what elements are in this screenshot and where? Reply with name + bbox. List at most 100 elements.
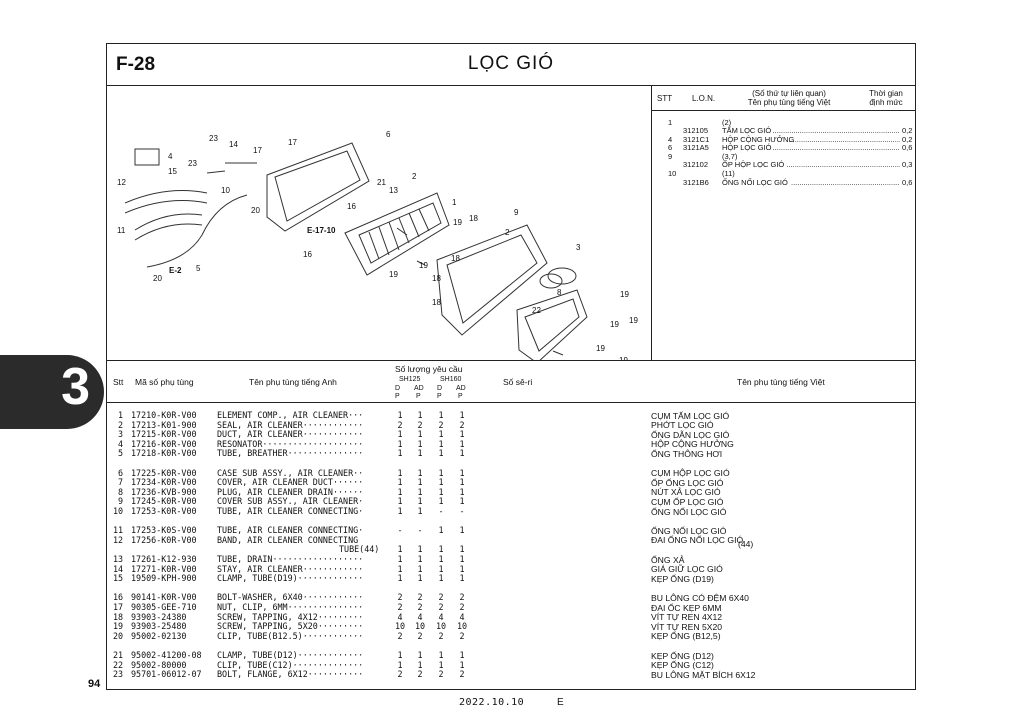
svg-text:8: 8 bbox=[557, 288, 562, 297]
part-qty: 1 bbox=[397, 650, 403, 660]
part-name-en: TUBE, DRAIN·················· bbox=[217, 554, 364, 564]
svg-text:15: 15 bbox=[168, 167, 177, 176]
part-name-vn: ỐNG NỐI LỌC GIÓ bbox=[651, 506, 727, 517]
edition: E bbox=[557, 697, 564, 708]
part-name-en: TUBE, BREATHER··············· bbox=[217, 448, 364, 459]
part-name-vn: KẸP ỐNG (D12) bbox=[651, 650, 714, 661]
part-qty: 2 bbox=[438, 630, 444, 641]
part-stt: 13 bbox=[113, 554, 124, 564]
part-stt: 1 bbox=[118, 410, 124, 420]
part-number: 90141-K0R-V00 bbox=[131, 592, 197, 603]
part-qty: 1 bbox=[397, 438, 403, 449]
col-part-no: Mã số phụ tùng bbox=[135, 377, 194, 387]
part-qty: 2 bbox=[438, 592, 444, 603]
part-name-vn: NÚT XẢ LỌC GIÓ bbox=[651, 487, 721, 498]
leader-dots: ........................................… bbox=[772, 143, 900, 152]
svg-text:E-17-10: E-17-10 bbox=[307, 226, 336, 235]
part-qty: 1 bbox=[417, 544, 423, 555]
part-name-en: CLIP, TUBE(C12)·············· bbox=[217, 659, 364, 670]
svg-text:19: 19 bbox=[620, 290, 629, 299]
part-name-en: CASE SUB ASSY., AIR CLEANER·· bbox=[217, 467, 364, 478]
part-stt: 19 bbox=[113, 621, 124, 632]
part-stt: 22 bbox=[113, 659, 124, 670]
part-name-vn: GIÁ GIỮ LỌC GIÓ bbox=[651, 564, 723, 575]
part-qty: 1 bbox=[397, 477, 403, 488]
svg-text:5: 5 bbox=[196, 264, 201, 273]
svg-text:18: 18 bbox=[469, 214, 478, 223]
svg-text:16: 16 bbox=[347, 202, 356, 211]
ref-time-header-1: Thời gian bbox=[869, 89, 903, 98]
page-title: LỌC GIÓ bbox=[467, 53, 555, 74]
part-number: 90305-GEE-710 bbox=[131, 602, 197, 612]
part-qty: 2 bbox=[397, 419, 403, 430]
part-name-vn: KẸP ỐNG (D19) bbox=[651, 573, 714, 584]
part-qty: 1 bbox=[397, 573, 403, 584]
part-number: 17271-K0R-V00 bbox=[131, 563, 197, 574]
part-name-vn: ĐAI ỐNG NỐI LỌC GIÓ bbox=[651, 535, 744, 546]
part-name-en: SEAL, AIR CLEANER············ bbox=[217, 419, 364, 430]
part-qty: 1 bbox=[417, 429, 423, 440]
part-stt: 8 bbox=[118, 486, 124, 497]
leader-dots: ........................................… bbox=[786, 135, 900, 144]
ref-name: HỘP LỌC GIÓ bbox=[722, 143, 772, 152]
part-qty: 1 bbox=[417, 554, 423, 564]
svg-text:E-2: E-2 bbox=[169, 266, 182, 275]
part-qty: 1 bbox=[417, 573, 423, 584]
part-number: 93903-25480 bbox=[131, 621, 187, 632]
part-qty: 1 bbox=[397, 554, 403, 564]
part-stt: 10 bbox=[113, 506, 124, 516]
part-qty: - bbox=[459, 506, 465, 516]
part-qty: 1 bbox=[459, 659, 465, 670]
part-stt: 20 bbox=[113, 630, 124, 641]
part-qty: 1 bbox=[459, 496, 465, 507]
part-qty: 1 bbox=[417, 438, 423, 449]
reference-table: STT L.O.N. (Số thứ tự liên quan) Tên phụ… bbox=[651, 85, 915, 360]
part-qty: 2 bbox=[459, 669, 465, 680]
part-qty: 1 bbox=[459, 410, 465, 420]
part-qty: 1 bbox=[459, 650, 465, 660]
part-qty: 1 bbox=[459, 544, 465, 555]
svg-text:21: 21 bbox=[377, 178, 386, 187]
part-name-vn: CỤM TẤM LỌC GIÓ bbox=[651, 410, 730, 421]
header: F-28 LỌC GIÓ bbox=[107, 44, 915, 86]
svg-text:19: 19 bbox=[596, 344, 605, 353]
part-name-en: STAY, AIR CLEANER············ bbox=[217, 563, 364, 574]
part-name-en: CLAMP, TUBE(D12)············· bbox=[217, 650, 364, 660]
part-number: 93903-24380 bbox=[131, 611, 187, 622]
part-stt: 7 bbox=[118, 477, 124, 488]
part-name-vn: VÍT TỰ REN 5X20 bbox=[651, 621, 723, 632]
part-stt: 12 bbox=[113, 534, 124, 545]
part-name-vn: ỐP ỐNG LỌC GIÓ bbox=[651, 477, 724, 488]
part-qty: 2 bbox=[397, 592, 403, 603]
ref-stt: 4 bbox=[668, 135, 673, 144]
part-number: 17253-K0S-V00 bbox=[131, 525, 197, 536]
part-qty: 1 bbox=[397, 410, 403, 420]
part-qty: 2 bbox=[417, 602, 423, 612]
part-qty: 2 bbox=[459, 602, 465, 612]
part-name-en: BOLT-WASHER, 6X40············ bbox=[217, 592, 364, 603]
part-qty: 1 bbox=[397, 506, 403, 516]
figure-code: F-28 bbox=[116, 54, 156, 75]
part-qty: 1 bbox=[459, 486, 465, 497]
ref-name: TẤM LỌC GIÓ bbox=[722, 126, 772, 135]
ref-time: 0,2 bbox=[902, 135, 913, 144]
part-name-vn: VÍT TỰ REN 4X12 bbox=[651, 612, 723, 623]
part-qty: - bbox=[438, 506, 444, 516]
part-qty: 1 bbox=[417, 506, 423, 516]
print-date: 2022.10.10 bbox=[459, 697, 525, 708]
part-name-vn: CỤM ỐP LỌC GIÓ bbox=[651, 496, 724, 507]
svg-text:3: 3 bbox=[576, 243, 581, 252]
part-qty: 1 bbox=[459, 467, 465, 478]
part-number: 17256-K0R-V00 bbox=[131, 534, 197, 545]
part-qty: 1 bbox=[438, 438, 444, 449]
part-name-en: DUCT, AIR CLEANER············ bbox=[217, 429, 364, 440]
